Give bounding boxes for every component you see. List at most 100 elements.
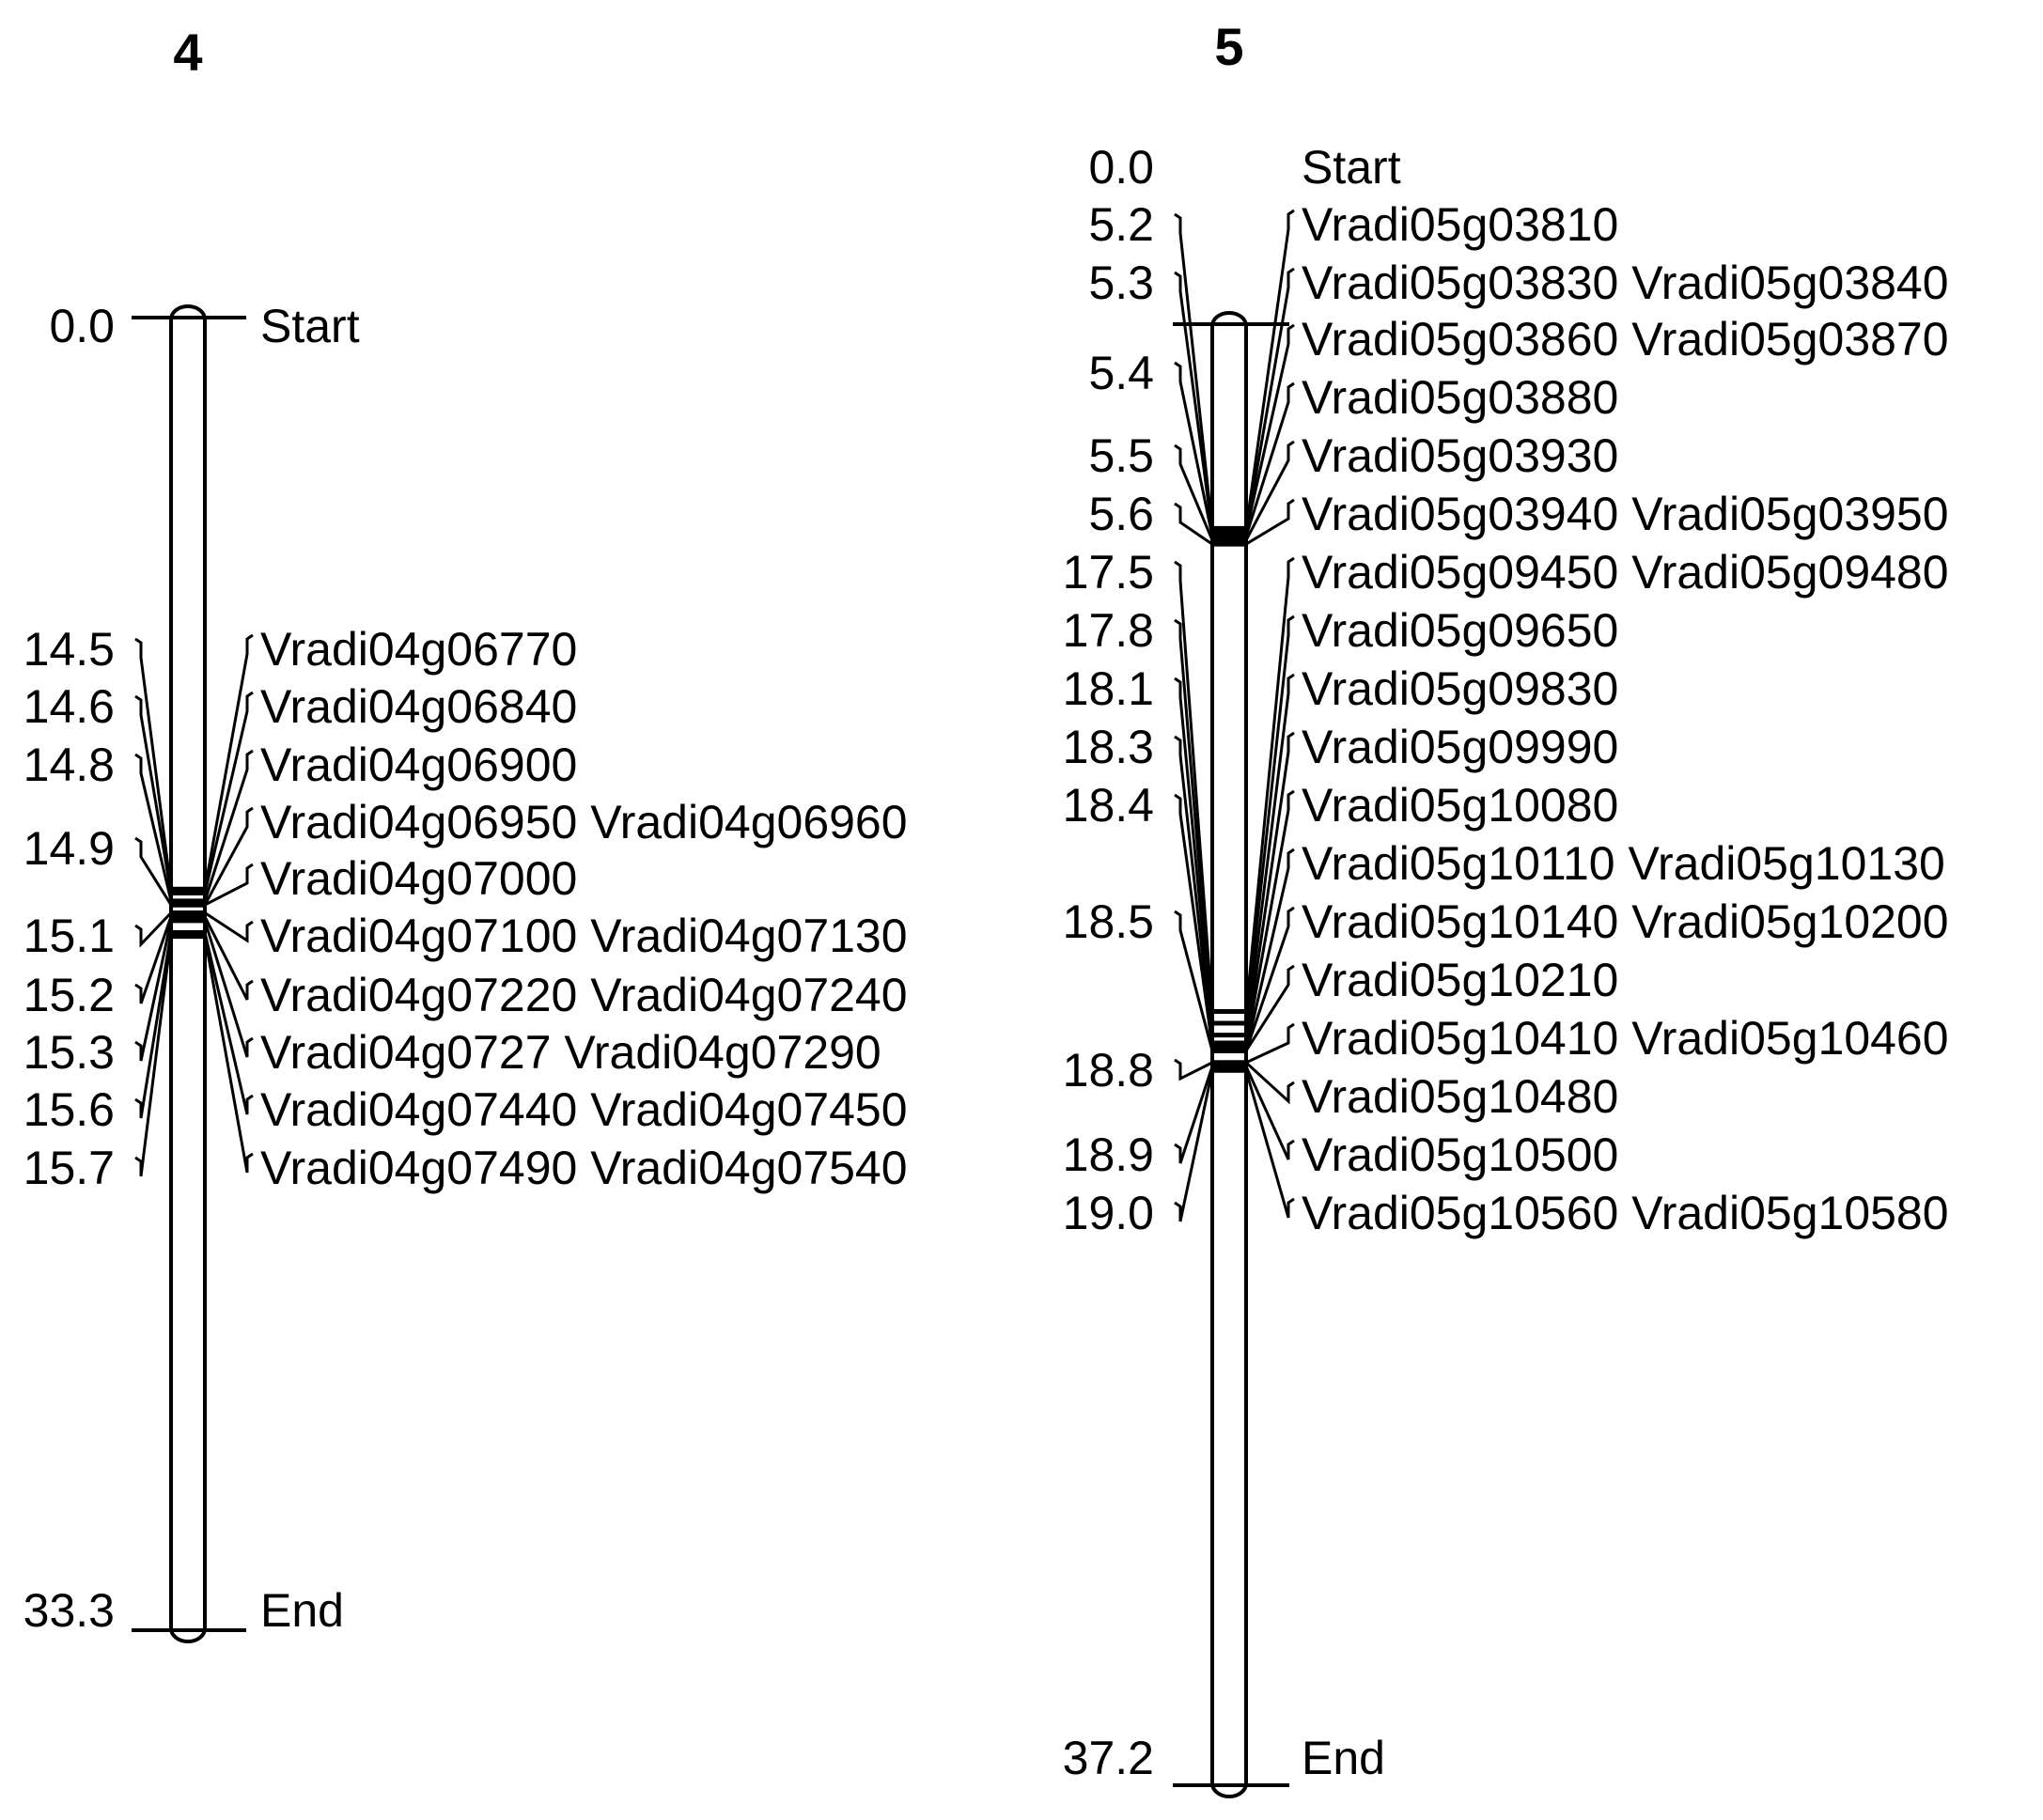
position-value: 5.4 — [1088, 347, 1154, 399]
label-connector — [204, 863, 254, 907]
label-connector — [1244, 267, 1295, 533]
marker-label: Vradi05g10080 — [1302, 779, 1618, 832]
marker-label: Vradi04g0727 Vradi04g07290 — [260, 1026, 881, 1079]
value-connector — [134, 932, 173, 1119]
chromosome-bar — [169, 304, 207, 1643]
position-value: 0.0 — [1088, 141, 1154, 194]
value-connector — [1174, 677, 1214, 1035]
position-value: 15.1 — [23, 910, 115, 962]
marker-label: Vradi04g07000 — [260, 852, 577, 905]
label-connector — [1244, 906, 1295, 1051]
position-value: 15.7 — [23, 1142, 115, 1194]
label-connector — [203, 920, 254, 1058]
value-connector — [1174, 361, 1214, 537]
value-connector — [1174, 502, 1213, 546]
marker-label: Vradi05g10480 — [1302, 1070, 1618, 1123]
marker-label: Vradi05g03930 — [1302, 429, 1618, 482]
value-connector — [1174, 271, 1214, 533]
label-connector — [1244, 1066, 1295, 1160]
marker-label: Vradi05g10140 Vradi05g10200 — [1302, 895, 1949, 948]
position-value: 18.5 — [1063, 895, 1154, 948]
value-connector — [134, 836, 173, 906]
label-connector — [203, 936, 254, 1174]
value-connector — [1174, 1069, 1214, 1222]
marker-label: Vradi05g10410 Vradi05g10460 — [1302, 1012, 1949, 1065]
marker-label: End — [260, 1584, 344, 1637]
chromosome-title: 5 — [1214, 17, 1243, 76]
label-connector — [1244, 1061, 1295, 1105]
marker-label: Start — [1302, 141, 1401, 194]
marker-label: Vradi04g06900 — [260, 739, 577, 791]
value-connector — [1174, 443, 1214, 541]
label-connector — [203, 806, 254, 906]
value-connector — [1174, 1066, 1214, 1164]
value-connector — [134, 753, 173, 902]
position-value: 14.8 — [23, 739, 115, 791]
label-connector — [203, 691, 254, 894]
marker-label: Vradi05g09450 Vradi05g09480 — [1302, 546, 1949, 599]
marker-label: Vradi04g06950 Vradi04g06960 — [260, 796, 908, 848]
marker-label: Vradi05g10110 Vradi05g10130 — [1302, 837, 1945, 890]
label-connector — [1244, 556, 1295, 1012]
position-value: 15.3 — [23, 1026, 115, 1079]
position-value: 17.5 — [1063, 546, 1154, 599]
marker-label: Vradi04g07100 Vradi04g07130 — [260, 910, 908, 962]
chromosome-title: 4 — [173, 23, 202, 82]
chromosome-bar — [1210, 311, 1248, 1798]
value-connector — [134, 916, 173, 1004]
position-value: 37.2 — [1063, 1732, 1154, 1784]
marker-label: Vradi04g07220 Vradi04g07240 — [260, 969, 908, 1021]
position-value: 14.6 — [23, 680, 115, 733]
value-connector — [1174, 735, 1214, 1044]
value-connector — [134, 637, 173, 890]
value-connector — [134, 936, 173, 1177]
value-connector — [1174, 560, 1214, 1012]
label-connector — [1244, 1069, 1295, 1219]
label-connector — [1245, 1022, 1295, 1065]
position-value: 17.8 — [1063, 604, 1154, 657]
value-connector — [1174, 618, 1214, 1024]
marker-label: End — [1302, 1732, 1385, 1784]
marker-label: Vradi05g09990 — [1302, 721, 1618, 773]
label-connector — [1244, 323, 1295, 533]
position-value: 15.6 — [23, 1083, 115, 1136]
position-value: 5.2 — [1088, 198, 1154, 251]
position-value: 33.3 — [23, 1584, 115, 1637]
marker-label: Vradi04g06770 — [260, 623, 577, 676]
position-value: 18.9 — [1063, 1128, 1154, 1181]
marker-label: Vradi05g03940 Vradi05g03950 — [1302, 488, 1949, 540]
marker-label: Vradi04g07490 Vradi04g07540 — [260, 1142, 908, 1194]
position-value: 18.3 — [1063, 721, 1154, 773]
position-value: 18.4 — [1063, 779, 1154, 832]
marker-label: Vradi04g07440 Vradi04g07450 — [260, 1083, 908, 1136]
value-connector — [1174, 1058, 1213, 1081]
value-connector — [134, 694, 173, 894]
marker-label: Vradi05g10210 — [1302, 954, 1618, 1006]
marker-label: Vradi05g03830 Vradi05g03840 — [1302, 257, 1949, 309]
marker-label: Vradi05g10560 Vradi05g10580 — [1302, 1187, 1949, 1239]
label-connector — [203, 633, 254, 890]
label-connector — [1244, 209, 1295, 529]
value-connector — [1174, 793, 1214, 1048]
marker-label: Vradi05g03860 Vradi05g03870 — [1302, 313, 1949, 366]
position-value: 19.0 — [1063, 1187, 1154, 1239]
position-value: 15.2 — [23, 969, 115, 1021]
position-value: 5.3 — [1088, 257, 1154, 309]
position-value: 0.0 — [49, 300, 115, 352]
label-connector — [1244, 848, 1295, 1051]
value-connector — [134, 920, 173, 1062]
label-connector — [1244, 381, 1295, 537]
label-connector — [1244, 440, 1295, 541]
marker-label: Vradi05g03810 — [1302, 198, 1618, 251]
marker-label: Vradi04g06840 — [260, 680, 577, 733]
label-connector — [203, 932, 254, 1115]
position-value: 14.5 — [23, 623, 115, 676]
marker-label: Vradi05g03880 — [1302, 371, 1618, 424]
marker-label: Vradi05g09650 — [1302, 604, 1618, 657]
label-connector — [1244, 673, 1295, 1035]
position-value: 18.8 — [1063, 1044, 1154, 1097]
value-connector — [134, 911, 173, 948]
position-value: 5.5 — [1088, 429, 1154, 482]
label-connector — [203, 749, 254, 902]
